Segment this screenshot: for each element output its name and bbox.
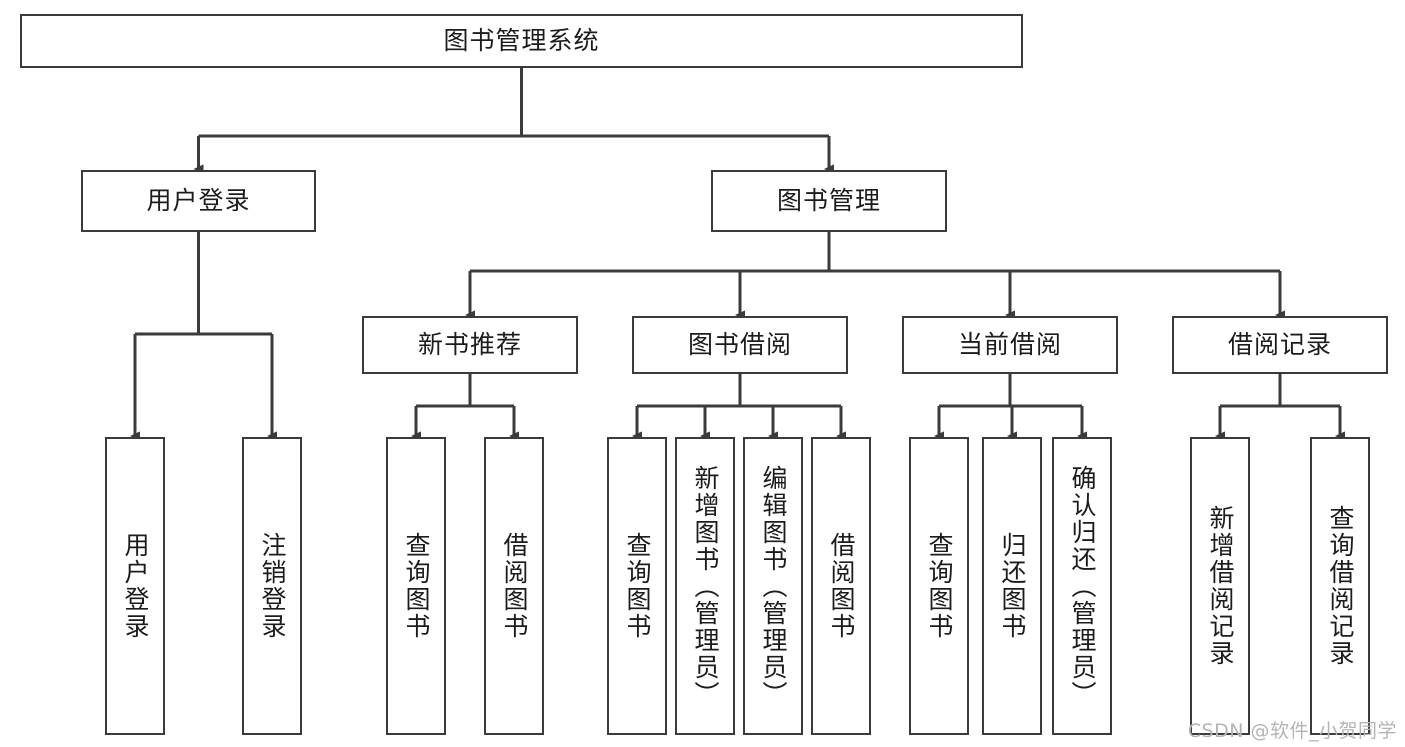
node-leaf-confirm-return[interactable]: 确认归还（管理员） (1052, 437, 1112, 735)
node-label: 借阅图书 (500, 532, 529, 640)
node-label: 查询图书 (402, 532, 431, 640)
node-label: 图书管理 (776, 186, 881, 216)
node-label: 图书管理系统 (443, 26, 600, 56)
node-leaf-user-login[interactable]: 用户登录 (105, 437, 165, 735)
node-root[interactable]: 图书管理系统 (20, 14, 1023, 68)
node-label: 新增借阅记录 (1206, 505, 1235, 667)
node-label: 查询图书 (623, 532, 652, 640)
node-label: 查询图书 (925, 532, 954, 640)
node-label: 图书借阅 (687, 330, 792, 360)
node-book-manage[interactable]: 图书管理 (711, 170, 947, 232)
node-user-login[interactable]: 用户登录 (81, 170, 316, 232)
node-current-borrow[interactable]: 当前借阅 (902, 316, 1118, 374)
node-label: 新书推荐 (417, 330, 522, 360)
node-borrow-record[interactable]: 借阅记录 (1172, 316, 1388, 374)
node-leaf-query-book-bb[interactable]: 查询图书 (607, 437, 667, 735)
node-leaf-borrow-book-nb[interactable]: 借阅图书 (484, 437, 544, 735)
node-leaf-query-book-cb[interactable]: 查询图书 (909, 437, 969, 735)
node-label: 借阅图书 (827, 532, 856, 640)
node-label: 新增图书（管理员） (691, 464, 720, 708)
node-leaf-add-book[interactable]: 新增图书（管理员） (675, 437, 735, 735)
node-label: 注销登录 (258, 532, 287, 640)
node-label: 归还图书 (998, 532, 1027, 640)
node-leaf-borrow-book-bb[interactable]: 借阅图书 (811, 437, 871, 735)
node-label: 编辑图书（管理员） (759, 464, 788, 708)
node-leaf-add-record[interactable]: 新增借阅记录 (1190, 437, 1250, 735)
node-label: 确认归还（管理员） (1068, 464, 1097, 708)
node-leaf-query-book-nb[interactable]: 查询图书 (386, 437, 446, 735)
node-label: 查询借阅记录 (1326, 505, 1355, 667)
node-label: 用户登录 (121, 532, 150, 640)
node-new-book-recommend[interactable]: 新书推荐 (362, 316, 578, 374)
node-leaf-return-book[interactable]: 归还图书 (982, 437, 1042, 735)
node-book-borrow[interactable]: 图书借阅 (632, 316, 848, 374)
node-leaf-user-logout[interactable]: 注销登录 (242, 437, 302, 735)
node-leaf-edit-book[interactable]: 编辑图书（管理员） (743, 437, 803, 735)
node-label: 当前借阅 (957, 330, 1062, 360)
node-label: 用户登录 (146, 186, 251, 216)
node-leaf-query-record[interactable]: 查询借阅记录 (1310, 437, 1370, 735)
node-label: 借阅记录 (1227, 330, 1332, 360)
